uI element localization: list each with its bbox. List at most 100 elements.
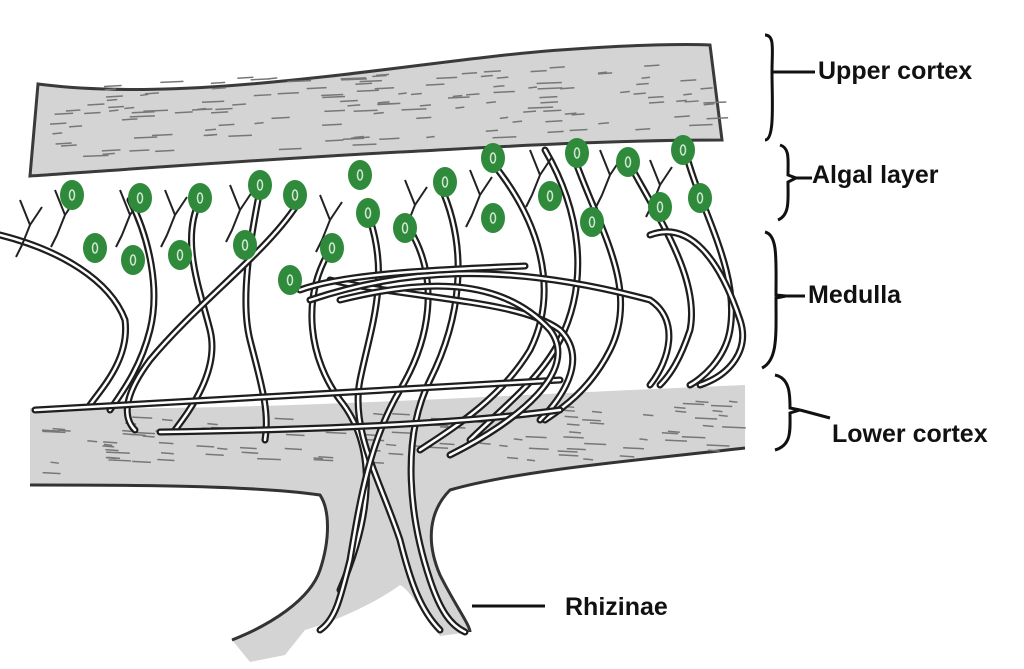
cortex-texture-dash [379, 137, 400, 141]
cortex-texture-dash [374, 87, 395, 90]
cortex-texture-dash [635, 128, 651, 131]
cortex-texture-dash [684, 100, 699, 103]
algal-cell-nucleus [696, 192, 704, 204]
cortex-texture-dash [710, 404, 733, 408]
cortex-texture-dash [210, 81, 226, 85]
cortex-texture-dash [676, 99, 687, 103]
cortex-texture-dash [217, 447, 228, 450]
cortex-texture-dash [426, 135, 435, 139]
algal-cell [60, 180, 84, 210]
cortex-texture-dash [65, 109, 81, 112]
cortex-texture-dash [425, 83, 445, 86]
cortex-texture-dash [60, 144, 77, 147]
cortex-texture-dash [694, 417, 718, 420]
cortex-texture-dash [583, 458, 594, 461]
algal-cell-nucleus [291, 189, 299, 201]
cortex-texture-dash [106, 95, 123, 98]
cortex-texture-dash [560, 87, 575, 90]
cortex-texture-dash [649, 101, 665, 104]
cortex-texture-dash [416, 116, 432, 120]
cortex-texture-dash [210, 111, 229, 114]
cortex-texture-dash [398, 92, 407, 95]
cortex-texture-dash [372, 74, 387, 78]
algal-cell [188, 183, 212, 213]
cortex-texture-dash [695, 400, 709, 404]
cortex-texture-dash [598, 71, 607, 74]
cortex-texture-dash [447, 96, 470, 99]
cortex-texture-dash [641, 76, 651, 79]
cortex-texture-dash [322, 95, 346, 99]
cortex-texture-dash [452, 94, 463, 98]
cortex-texture-dash [527, 106, 554, 109]
cortex-texture-dash [639, 438, 648, 441]
label-algal-layer: Algal layer [812, 161, 939, 189]
hypha-lumen [648, 230, 744, 387]
cortex-texture-dash [274, 417, 294, 421]
label-medulla: Medulla [808, 281, 902, 309]
cortex-texture-dash [707, 449, 720, 452]
cortex-texture-dash [324, 109, 346, 113]
cortex-texture-dash [558, 454, 579, 457]
cortex-texture-dash [232, 103, 247, 106]
hypha-lumen [338, 284, 560, 457]
cortex-texture-dash [373, 111, 384, 115]
algal-cell-nucleus [588, 216, 596, 228]
cortex-texture-dash [284, 447, 303, 451]
cortex-texture-dash [174, 111, 193, 114]
cortex-texture-dash [160, 452, 174, 455]
cortex-texture-dash [102, 445, 115, 448]
algal-cell [83, 233, 107, 263]
cortex-texture-dash [680, 79, 697, 82]
hypha-lumen [33, 378, 562, 412]
cortex-texture-dash [706, 444, 730, 447]
cortex-texture-dash [83, 154, 109, 158]
cortex-texture-dash [419, 104, 432, 107]
cortex-texture-dash [347, 104, 361, 107]
cortex-texture-dash [513, 438, 523, 441]
cortex-texture-dash [133, 136, 158, 139]
cortex-texture-dash [557, 450, 578, 453]
algal-cell [233, 230, 257, 260]
algal-cell-nucleus [256, 179, 264, 191]
cortex-texture-dash [129, 149, 150, 152]
cortex-texture-dash [584, 442, 607, 446]
cortex-texture-dash [218, 123, 235, 127]
cortex-texture-dash [528, 447, 549, 451]
cortex-texture-dash [151, 133, 173, 137]
brace-upper-cortex [764, 33, 782, 142]
algal-cell-nucleus [241, 239, 249, 251]
cortex-texture-dash [253, 93, 272, 97]
cortex-texture-dash [101, 149, 121, 152]
cortex-texture-dash [54, 112, 74, 116]
cortex-texture-dash [207, 422, 218, 426]
algal-cell [671, 135, 695, 165]
algal-cell-nucleus [441, 176, 449, 188]
brace-lower-cortex [774, 373, 801, 452]
cortex-texture-dash [50, 461, 59, 464]
cortex-texture-dash [87, 439, 98, 443]
algal-cell [481, 203, 505, 233]
algal-cell [616, 147, 640, 177]
cortex-texture-dash [318, 455, 334, 459]
cortex-texture-dash [466, 93, 480, 96]
cortex-texture-dash [712, 409, 723, 413]
cortex-texture-dash [42, 471, 61, 475]
algal-cell-nucleus [489, 152, 497, 164]
cortex-texture-dash [385, 443, 397, 447]
cortex-texture-dash [582, 418, 601, 422]
cortex-texture-dash [84, 111, 101, 115]
cortex-texture-dash [161, 418, 173, 422]
hypha-lumen [173, 198, 214, 432]
cortex-texture-dash [401, 108, 427, 111]
cortex-texture-dash [353, 135, 364, 139]
algal-cell-nucleus [136, 192, 144, 204]
cortex-texture-dash [388, 452, 404, 456]
cortex-texture-dash [591, 410, 602, 414]
algal-cell [128, 183, 152, 213]
cortex-texture-dash [439, 442, 455, 446]
hypha-lumen [298, 264, 527, 292]
cortex-texture-dash [665, 439, 688, 442]
cortex-texture-dash [106, 451, 130, 454]
cortex-texture-dash [228, 134, 252, 137]
